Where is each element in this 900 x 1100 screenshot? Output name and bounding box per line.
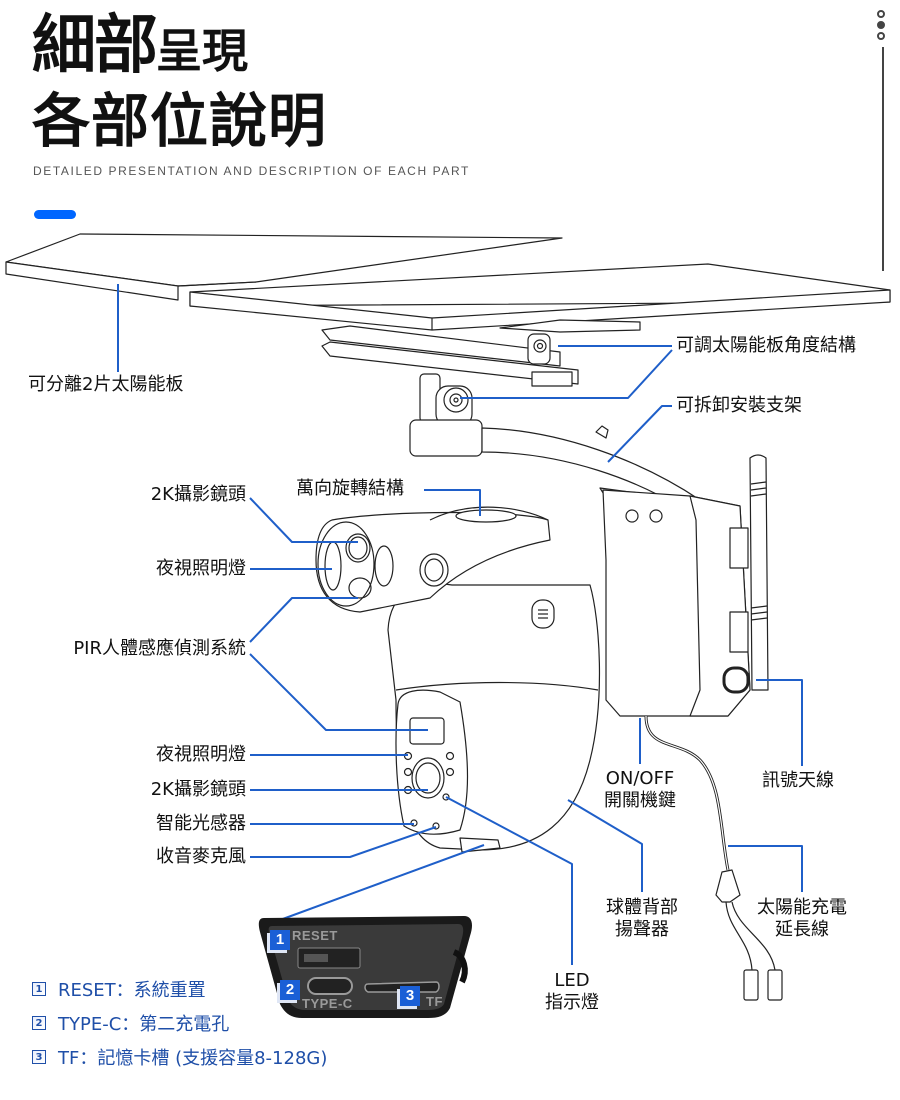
solar-panel-right bbox=[189, 263, 891, 331]
legend-item-typec: 2 TYPE-C：第二充電孔 bbox=[32, 1006, 327, 1040]
antenna bbox=[722, 454, 769, 694]
pager-dot[interactable] bbox=[877, 10, 885, 18]
port-panel-closeup: RESET TYPE-C TF 1 2 3 bbox=[258, 912, 478, 1022]
page-subtitle: DETAILED PRESENTATION AND DESCRIPTION OF… bbox=[33, 164, 470, 178]
callout-line-microphone bbox=[250, 826, 437, 858]
port-label-typec: TYPE-C bbox=[302, 996, 353, 1011]
legend-item-reset: 1 RESET：系統重置 bbox=[32, 972, 327, 1006]
callout-line-pir bbox=[249, 597, 358, 643]
port-badge-1: 1 bbox=[270, 930, 290, 950]
label-speaker: 球體背部 揚聲器 bbox=[582, 897, 702, 941]
callout-line-speaker bbox=[567, 799, 643, 892]
callout-line-bracket bbox=[607, 405, 672, 463]
upper-camera-head bbox=[315, 506, 551, 613]
label-solar-cable-line2: 延長線 bbox=[775, 919, 829, 940]
battery-box bbox=[602, 489, 751, 717]
label-solar-cable: 太陽能充電 延長線 bbox=[742, 897, 862, 941]
label-power-switch-line1: ON/OFF bbox=[605, 768, 675, 789]
label-bracket: 可拆卸安裝支架 bbox=[676, 395, 802, 416]
callout-line-bracket-joint bbox=[460, 349, 673, 399]
typec-port bbox=[307, 977, 353, 995]
label-light-sensor: 智能光感器 bbox=[156, 813, 246, 834]
legend-item-tf: 3 TF：記憶卡槽 (支援容量8-128G) bbox=[32, 1040, 327, 1074]
label-panel-angle: 可調太陽能板角度結構 bbox=[676, 335, 856, 356]
callout-line-led bbox=[445, 796, 573, 965]
label-upper-lens: 2K攝影鏡頭 bbox=[150, 484, 246, 505]
port-legend: 1 RESET：系統重置 2 TYPE-C：第二充電孔 3 TF：記憶卡槽 (支… bbox=[32, 972, 327, 1074]
solar-cable bbox=[644, 715, 783, 1001]
port-label-tf: TF bbox=[426, 994, 443, 1009]
port-badge-2: 2 bbox=[280, 980, 300, 1000]
accent-bar bbox=[34, 210, 76, 219]
callout-line-antenna bbox=[756, 679, 803, 766]
page-title-line2: 各部位說明 bbox=[32, 87, 328, 155]
pager-dot-active[interactable] bbox=[877, 21, 885, 29]
reset-slot bbox=[297, 947, 361, 969]
label-lower-night-light: 夜視照明燈 bbox=[156, 744, 246, 765]
solar-panel-left bbox=[5, 233, 563, 301]
port-badge-3: 3 bbox=[400, 986, 420, 1006]
pager-divider-line bbox=[882, 47, 884, 271]
callout-lines bbox=[117, 284, 803, 965]
label-power-switch: ON/OFF 開關機鍵 bbox=[580, 768, 700, 812]
legend-text: RESET：系統重置 bbox=[58, 980, 206, 1001]
label-swivel: 萬向旋轉結構 bbox=[296, 478, 404, 499]
number-badge-icon: 1 bbox=[32, 982, 46, 996]
callout-line-port-panel bbox=[279, 844, 485, 921]
number-badge-icon: 3 bbox=[32, 1050, 46, 1064]
label-solar-cable-line1: 太陽能充電 bbox=[757, 897, 847, 918]
label-led-line1: LED bbox=[554, 970, 590, 991]
callout-line-upper-lens bbox=[249, 497, 358, 543]
legend-text: TF：記憶卡槽 (支援容量8-128G) bbox=[58, 1048, 328, 1069]
pager-dot[interactable] bbox=[877, 32, 885, 40]
title-rest: 呈現 bbox=[156, 24, 248, 78]
page-indicator bbox=[877, 10, 889, 43]
callout-line-pir-lower bbox=[249, 653, 428, 731]
callout-line-solar-cable bbox=[728, 845, 803, 892]
label-upper-night-light: 夜視照明燈 bbox=[156, 558, 246, 579]
label-lower-lens: 2K攝影鏡頭 bbox=[150, 779, 246, 800]
label-led-line2: 指示燈 bbox=[545, 992, 599, 1013]
port-label-reset: RESET bbox=[292, 928, 338, 943]
label-speaker-line1: 球體背部 bbox=[606, 897, 678, 918]
label-led: LED 指示燈 bbox=[522, 970, 622, 1014]
legend-text: TYPE-C：第二充電孔 bbox=[58, 1014, 230, 1035]
number-badge-icon: 2 bbox=[32, 1016, 46, 1030]
tilt-joint bbox=[419, 373, 473, 427]
page-title-line1: 細部呈現 bbox=[32, 14, 248, 78]
mount-rails bbox=[321, 319, 641, 387]
label-microphone: 收音麥克風 bbox=[156, 846, 246, 867]
label-pir: PIR人體感應偵測系統 bbox=[73, 638, 246, 659]
title-emphasis: 細部 bbox=[32, 9, 158, 83]
label-antenna: 訊號天線 bbox=[762, 770, 834, 791]
label-solar-panel: 可分離2片太陽能板 bbox=[28, 374, 184, 395]
label-speaker-line2: 揚聲器 bbox=[615, 919, 669, 940]
label-power-switch-line2: 開關機鍵 bbox=[604, 790, 676, 811]
callout-line-swivel bbox=[424, 489, 481, 516]
